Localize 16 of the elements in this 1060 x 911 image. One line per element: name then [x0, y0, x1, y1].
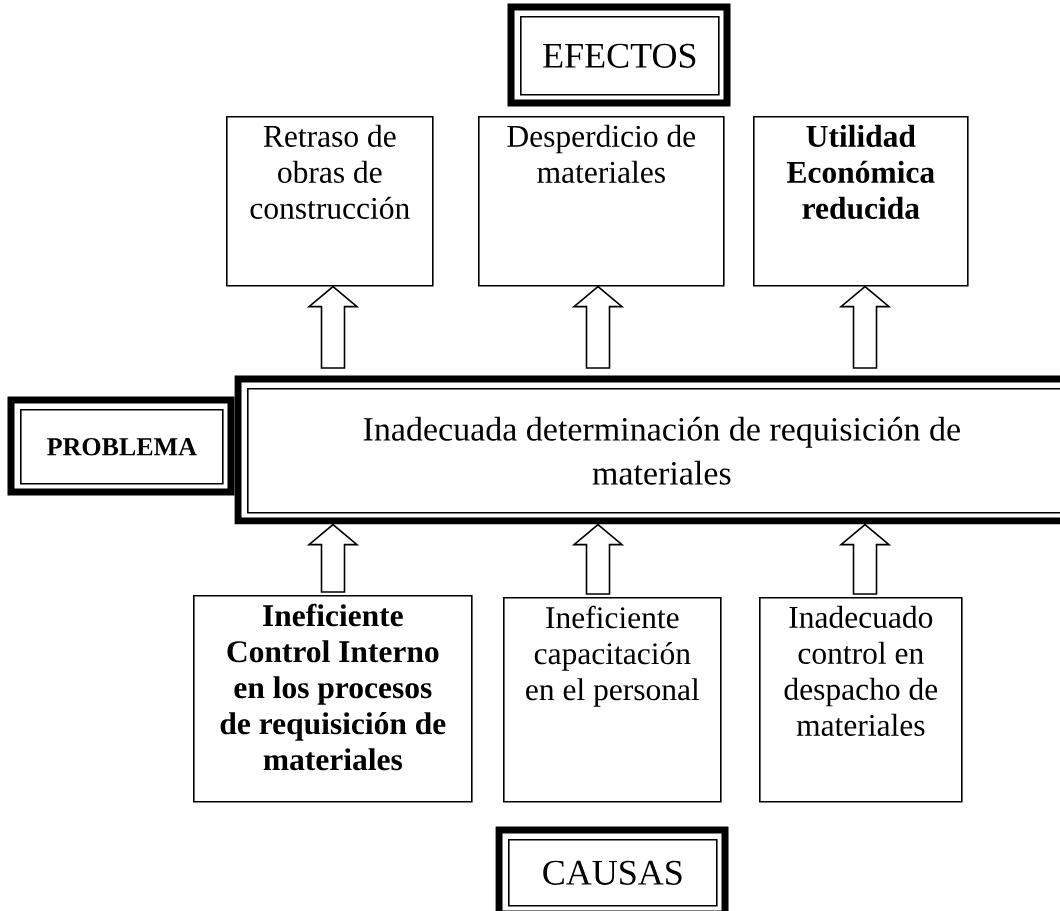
cause-box: Ineficiente capacitación en el personal — [503, 597, 722, 803]
heading-box: EFECTOS — [507, 3, 731, 107]
block-arrow — [838, 523, 892, 595]
block-arrow — [306, 523, 360, 593]
block-arrow — [571, 285, 625, 369]
block-arrow — [838, 285, 892, 369]
problem-box: Inadecuada determinación de requisición de materiales — [234, 375, 1060, 525]
block-arrow — [571, 523, 625, 595]
label-box: PROBLEMA — [7, 396, 235, 496]
cause-box: Inadecuado control en despacho de materiales — [759, 597, 963, 803]
effect-box: Desperdicio de materiales — [478, 116, 725, 287]
heading-box: CAUSAS — [495, 826, 729, 911]
block-arrow — [306, 285, 360, 369]
effect-box: Utilidad Económica reducida — [753, 116, 969, 287]
cause-box: Ineficiente Control Interno en los procesos de requisición de materiales — [193, 595, 473, 803]
effect-box: Retraso de obras de construcción — [226, 116, 434, 287]
